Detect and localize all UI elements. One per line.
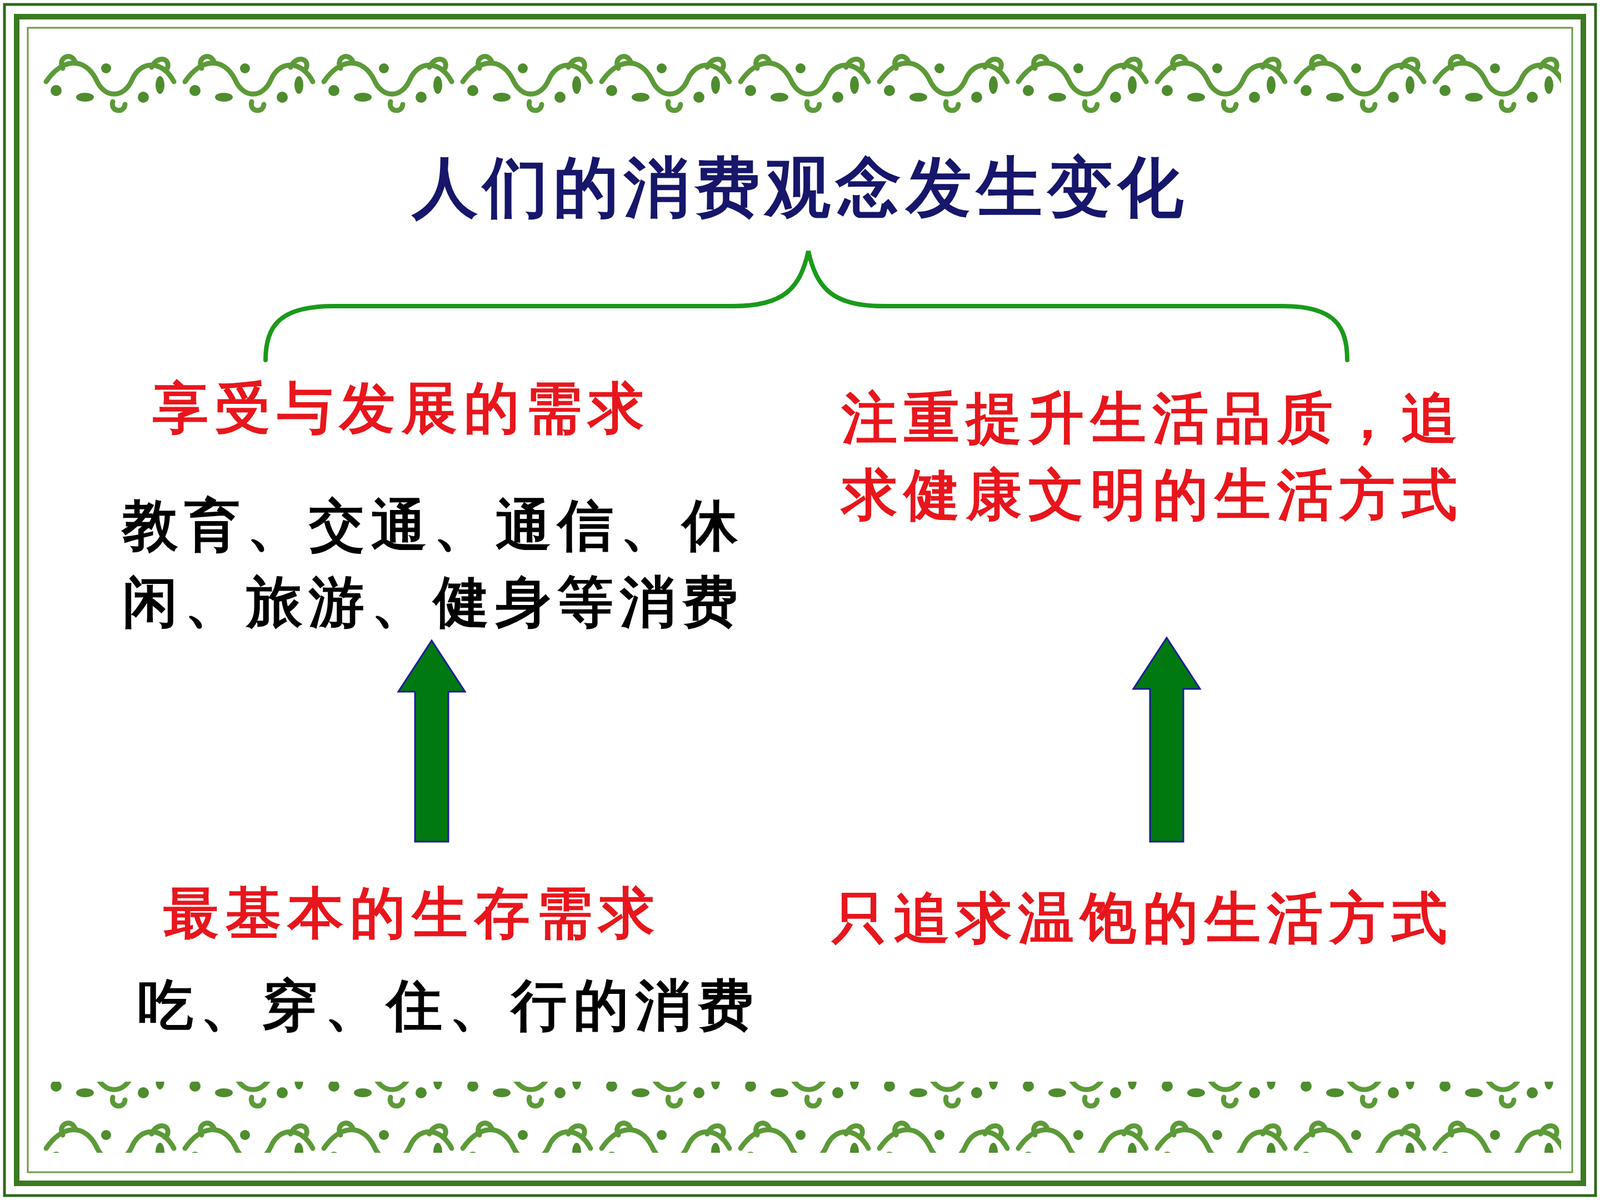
block-arrow <box>1133 637 1200 842</box>
body-text: 教育、交通、通信、休闲、旅游、健身等消费 <box>122 487 778 641</box>
text-group: 注重提升生活品质，追求健康文明的生活方式 <box>841 380 1498 534</box>
vine-border <box>40 1081 1562 1153</box>
heading-text: 最基本的生存需求 <box>163 875 789 952</box>
vine-border <box>40 46 1562 118</box>
body-text: 吃、穿、住、行的消费 <box>137 967 789 1044</box>
text-group: 只追求温饱的生活方式 <box>831 880 1543 957</box>
brace <box>265 251 1348 360</box>
title: 人们的消费观念发生变化 <box>0 145 1600 229</box>
heading-text: 注重提升生活品质，追求健康文明的生活方式 <box>841 380 1498 534</box>
text-group: 享受与发展的需求教育、交通、通信、休闲、旅游、健身等消费 <box>122 370 778 641</box>
heading-text: 只追求温饱的生活方式 <box>831 880 1543 957</box>
heading-text: 享受与发展的需求 <box>152 370 778 447</box>
block-arrow <box>398 640 465 842</box>
text-group: 最基本的生存需求吃、穿、住、行的消费 <box>133 875 789 1044</box>
